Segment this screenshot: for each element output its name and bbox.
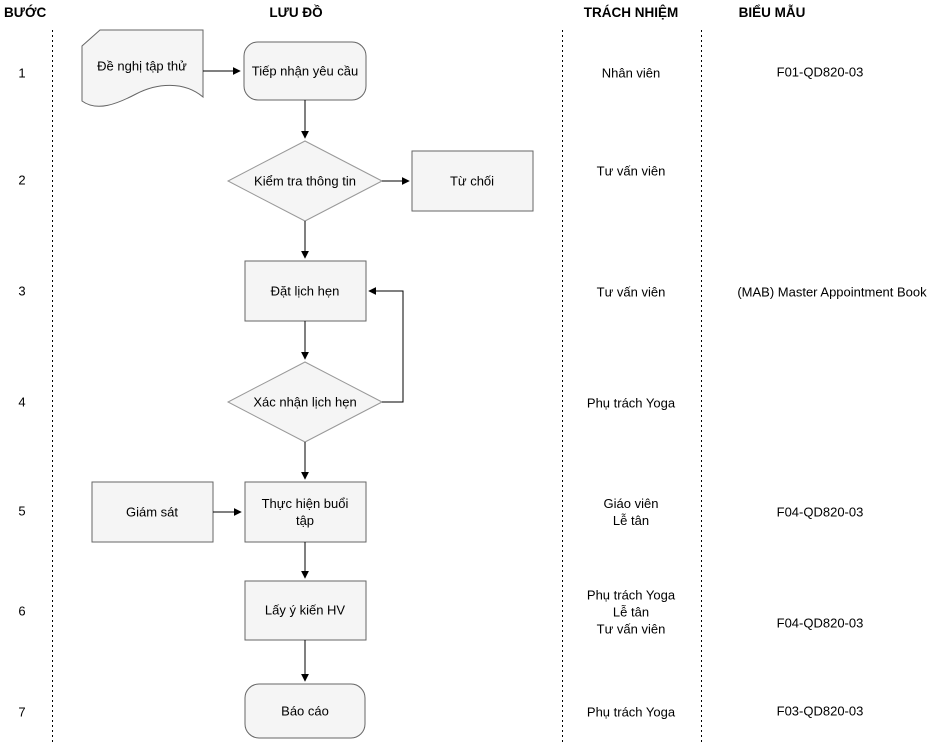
label-confirm-appointment: Xác nhận lịch hẹn <box>253 394 357 410</box>
rounded-rect-report <box>244 683 366 739</box>
label-receive-request: Tiếp nhận yêu cầu <box>251 63 359 79</box>
responsibility-row-6-line-2: Lễ tân <box>612 604 650 620</box>
rect-supervise <box>91 481 214 543</box>
responsibility-row-6: Phụ trách Yoga Lễ tân Tư vấn viên <box>587 587 675 638</box>
rect-collect-feedback <box>244 580 367 641</box>
step-number-2: 2 <box>18 172 26 188</box>
label-book-appointment: Đặt lịch hẹn <box>270 283 340 299</box>
responsibility-row-5: Giáo viên Lễ tân <box>604 495 659 529</box>
responsibility-row-5-line-1: Giáo viên <box>603 496 659 511</box>
column-header-responsibility: TRÁCH NHIỆM <box>583 5 679 20</box>
step-number-6: 6 <box>18 603 26 619</box>
responsibility-row-4: Phụ trách Yoga <box>586 395 676 411</box>
column-header-form: BIỂU MẪU <box>738 5 806 20</box>
label-check-info: Kiểm tra thông tin <box>254 173 356 189</box>
form-row-6: F04-QD820-03 <box>776 615 864 631</box>
responsibility-row-7: Phụ trách Yoga <box>586 704 676 720</box>
label-collect-feedback: Lấy ý kiến HV <box>264 602 346 618</box>
form-row-5: F04-QD820-03 <box>776 504 864 520</box>
column-header-flow: LƯU ĐỒ <box>269 5 323 20</box>
responsibility-row-2: Tư vấn viên <box>596 163 666 179</box>
rect-reject <box>411 150 534 212</box>
form-row-1: F01-QD820-03 <box>776 64 864 80</box>
document-shape-trial-request <box>81 29 204 107</box>
step-number-3: 3 <box>18 283 26 299</box>
connector-confirm-back-to-book <box>368 287 404 403</box>
responsibility-row-3: Tư vấn viên <box>596 284 666 300</box>
rect-book-appointment <box>244 260 367 322</box>
step-number-7: 7 <box>18 704 26 720</box>
responsibility-row-1: Nhân viên <box>601 65 661 81</box>
label-conduct-session: Thực hiện buổi tập <box>261 496 349 528</box>
step-number-1: 1 <box>18 65 26 81</box>
label-supervise: Giám sát <box>125 504 179 520</box>
responsibility-row-6-line-1: Phụ trách Yoga <box>586 587 676 603</box>
responsibility-row-6-line-3: Tư vấn viên <box>596 621 666 637</box>
step-number-4: 4 <box>18 394 26 410</box>
label-report: Báo cáo <box>281 703 329 719</box>
form-row-7: F03-QD820-03 <box>776 703 864 719</box>
step-number-5: 5 <box>18 503 26 519</box>
label-trial-request-doc: Đề nghị tập thử <box>97 58 187 74</box>
responsibility-row-5-line-2: Lễ tân <box>612 513 650 528</box>
label-reject: Từ chối <box>449 173 495 189</box>
rect-conduct-session <box>244 481 367 543</box>
form-row-3: (MAB) Master Appointment Book <box>737 284 927 300</box>
column-header-step: BƯỚC <box>4 5 47 20</box>
